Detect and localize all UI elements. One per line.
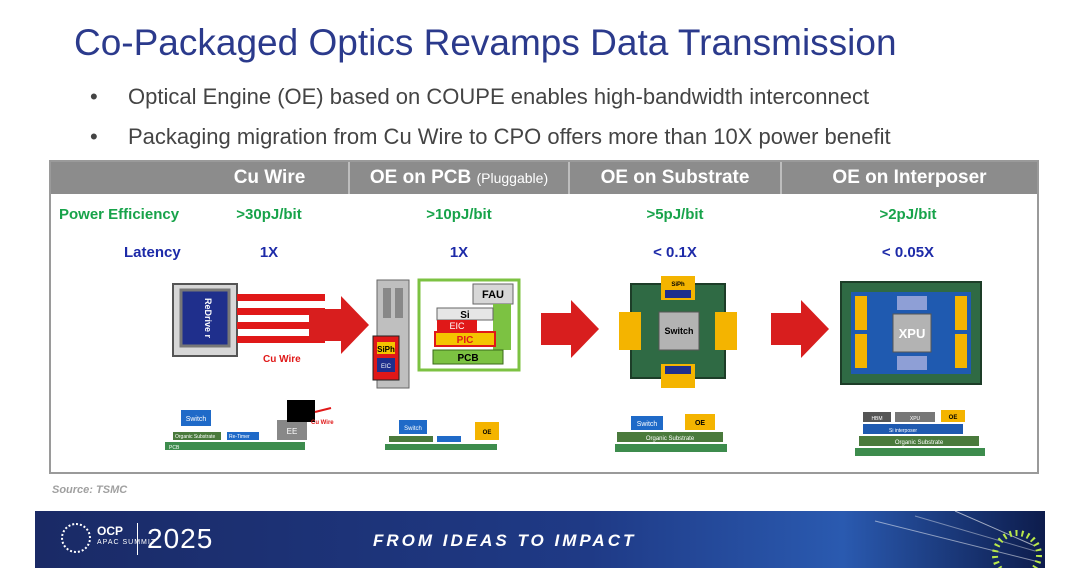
migration-arrow [771,300,829,358]
svg-text:Si interposer: Si interposer [889,428,917,434]
svg-text:Si: Si [460,310,470,321]
latency-value: 1X [449,244,469,261]
svg-text:Switch: Switch [637,421,658,428]
source-note: Source: TSMC [52,484,128,496]
col-cu-wire: Cu Wire [233,167,306,188]
oe-on-pcb-diagram: SiPh EIC FAU Si EIC PIC PCB [372,278,521,389]
redriver-label: ReDrive r [203,298,213,339]
svg-text:SiPh: SiPh [671,282,685,288]
power-value: >30pJ/bit [236,206,302,223]
svg-text:XPU: XPU [910,416,921,422]
oe-on-pcb-cross-section: Switch OE [385,420,499,450]
power-efficiency-label: Power Efficiency [59,206,180,223]
cu-wire-label: Cu Wire [263,354,301,365]
footer-year: 2025 [147,523,214,554]
table-header: Cu Wire OE on PCB (Pluggable) OE on Subs… [51,162,1037,194]
cu-wire-diagram: ReDrive r Cu Wire [172,283,325,365]
svg-text:OE: OE [949,415,958,421]
col-oe-on-substrate: OE on Substrate [600,167,750,188]
power-value: >5pJ/bit [646,206,704,223]
latency-value: < 0.05X [881,244,935,261]
svg-text:OE: OE [483,430,492,436]
svg-text:SiPh: SiPh [377,345,395,354]
svg-text:PIC: PIC [457,335,474,346]
svg-text:EIC: EIC [449,321,465,331]
svg-text:Cu Wire: Cu Wire [311,420,334,426]
starburst-graphic [874,511,1042,568]
svg-text:PCB: PCB [457,353,478,364]
svg-text:Switch: Switch [404,426,422,432]
comparison-panel: Cu Wire OE on PCB (Pluggable) OE on Subs… [49,160,1039,474]
ocp-logo-icon [61,523,91,553]
svg-text:Organic Substrate: Organic Substrate [895,440,944,446]
latency-value: < 0.1X [653,244,697,261]
col-oe-on-pcb: OE on PCB (Pluggable) [369,167,549,188]
oe-on-interposer-cross-section: Organic Substrate Si interposer HBM XPU … [855,410,985,456]
ocp-brand: OCP APAC SUMMIT [97,524,157,546]
svg-text:Organic Substrate: Organic Substrate [175,434,216,440]
footer-tagline: FROM IDEAS TO IMPACT [373,531,637,550]
power-value: >2pJ/bit [879,206,937,223]
oe-on-interposer-diagram: XPU [840,281,982,385]
svg-text:Organic Substrate: Organic Substrate [646,436,695,442]
fau-label: FAU [482,289,504,301]
svg-text:Re-Timer: Re-Timer [229,434,250,440]
bullet-1: •Optical Engine (OE) based on COUPE enab… [90,84,870,109]
page-title: Co-Packaged Optics Revamps Data Transmis… [74,22,897,63]
svg-text:EIC: EIC [381,364,392,370]
oe-on-substrate-cross-section: Organic Substrate Switch OE [615,414,727,452]
power-value: >10pJ/bit [426,206,492,223]
packaging-diagrams: ReDrive r Cu Wire SiPh EIC FAU Si [165,276,985,456]
migration-arrow [541,300,599,358]
bullet-2: •Packaging migration from Cu Wire to CPO… [90,124,891,149]
footer-banner: OCP APAC SUMMIT 2025 FROM IDEAS TO IMPAC… [35,511,1045,568]
footer-divider [137,523,138,555]
svg-text:Switch: Switch [186,416,207,423]
oe-on-substrate-diagram: Switch SiPh [619,276,737,388]
col-oe-on-interposer: OE on Interposer [832,167,987,188]
svg-text:EE: EE [287,427,298,436]
migration-arrow [309,296,369,354]
cu-wire-cross-section: PCB Organic Substrate Switch Re-Timer EE… [165,400,334,451]
xpu-label: XPU [899,326,926,341]
switch-label: Switch [664,326,693,336]
svg-text:HBM: HBM [871,416,882,422]
svg-text:PCB: PCB [169,445,180,451]
latency-label: Latency [124,244,181,261]
latency-value: 1X [259,244,279,261]
svg-text:OE: OE [695,420,705,427]
